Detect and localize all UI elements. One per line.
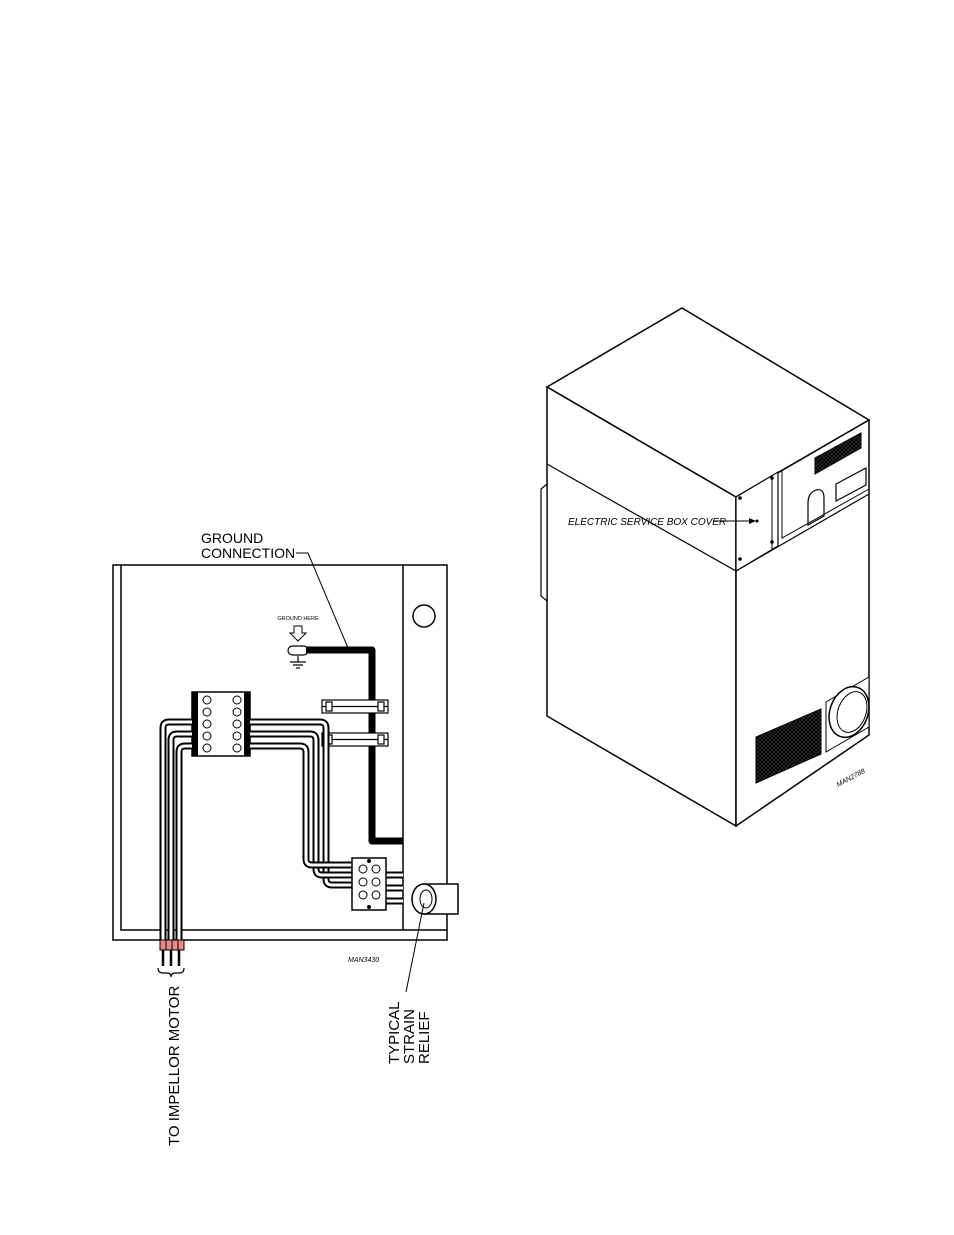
ground-connection-line2: CONNECTION: [201, 545, 295, 561]
ground-connection-callout: GROUND CONNECTION: [201, 530, 348, 648]
ground-connection-line1: GROUND: [201, 530, 263, 546]
ground-here-label: GROUND HERE: [277, 616, 319, 622]
cabinet-drawing-number: MAN2788: [836, 768, 867, 789]
ground-lug: [288, 646, 308, 655]
strain-relief-line3: RELIEF: [416, 1011, 433, 1064]
fuse-clip-upper: [322, 700, 388, 713]
fuse-clip-lower: [322, 733, 388, 746]
cabinet-flange: [541, 484, 547, 601]
ground-symbol-icon: [290, 656, 306, 668]
down-arrow-icon: [290, 626, 306, 641]
cabinet-drawing: ELECTRIC SERVICE BOX COVER MAN2788: [541, 308, 876, 826]
impellor-motor-label: TO IMPELLOR MOTOR: [166, 986, 183, 1146]
strain-relief-callout: TYPICAL STRAIN RELIEF: [386, 903, 433, 1064]
wiring-drawing-number: MAN3430: [348, 957, 379, 964]
terminal-block-input: [352, 858, 386, 910]
ground-here-marker: GROUND HERE: [277, 616, 319, 668]
wiring-diagram: GROUND HERE: [113, 530, 458, 1146]
motor-lead-wires: [163, 722, 192, 944]
motor-lead-clamp: [158, 940, 184, 977]
knockout-hole: [413, 605, 435, 627]
brace-icon: [158, 968, 184, 977]
terminal-block-motor: [192, 692, 250, 756]
strain-relief: [412, 884, 458, 914]
service-box-cover-label: ELECTRIC SERVICE BOX COVER: [568, 517, 726, 528]
